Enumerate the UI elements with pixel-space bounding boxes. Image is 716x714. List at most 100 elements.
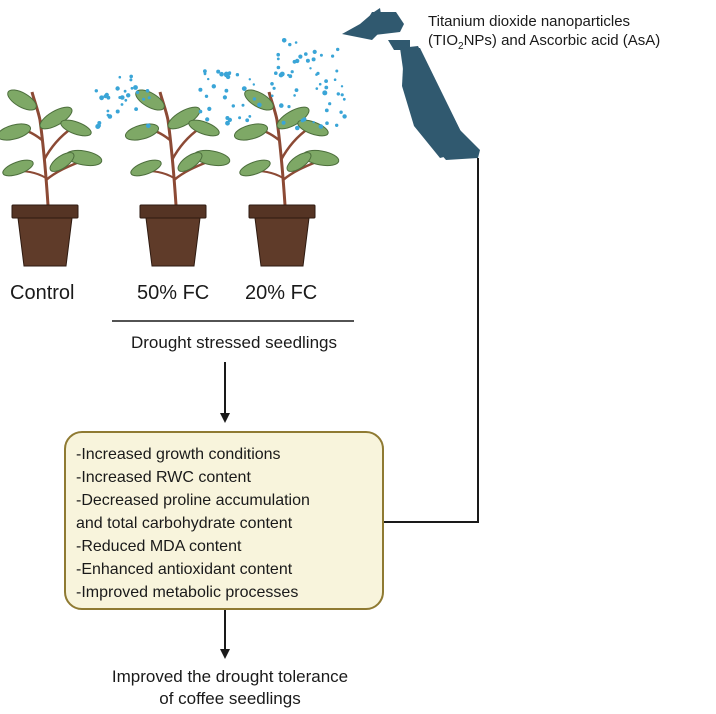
spray-droplet <box>272 86 276 90</box>
spray-droplet <box>309 67 312 70</box>
spray-droplet <box>124 98 128 102</box>
spray-droplet <box>241 103 245 107</box>
spray-droplet <box>129 74 133 79</box>
spray-bottle-icon <box>342 8 480 160</box>
spray-label-line2: (TIO2NPs) and Ascorbic acid (AsA) <box>428 32 661 52</box>
spray-droplet <box>238 116 242 120</box>
conclusion-text: Improved the drought tolerance of coffee… <box>60 666 400 710</box>
spray-droplet <box>257 102 262 108</box>
spray-droplet <box>271 94 274 98</box>
spray-droplet <box>311 57 316 62</box>
spray-droplet <box>120 103 124 106</box>
spray-droplet <box>107 114 113 119</box>
spray-droplet <box>123 89 127 93</box>
spray-droplet <box>130 86 134 90</box>
spray-droplet <box>241 86 247 91</box>
spray-droplet <box>223 71 229 77</box>
spray-droplet <box>279 103 284 108</box>
spray-droplet <box>222 95 227 100</box>
spray-droplet <box>198 109 203 114</box>
spray-droplet <box>216 69 221 74</box>
effects-box: -Increased growth conditions -Increased … <box>64 431 384 610</box>
spray-droplet <box>324 79 328 83</box>
spray-droplet <box>292 59 297 64</box>
spray-droplet <box>281 120 286 125</box>
spray-droplet <box>94 89 99 93</box>
spray-droplet <box>288 42 292 47</box>
spray-droplet <box>324 85 329 90</box>
spray-droplet <box>298 54 303 59</box>
spray-droplet <box>99 95 104 101</box>
spray-droplet <box>333 78 337 81</box>
spray-droplet <box>135 90 140 95</box>
spray-droplet <box>133 85 138 90</box>
spray-droplet <box>322 90 328 96</box>
spray-droplet <box>336 47 340 52</box>
spray-droplet <box>142 97 146 101</box>
effect-line: -Reduced MDA content <box>76 538 242 555</box>
spray-droplet <box>147 96 151 100</box>
spray-droplet <box>207 106 212 111</box>
spray-droplet <box>316 71 320 75</box>
spray-droplet <box>231 104 235 108</box>
plant-50-fc <box>122 84 233 268</box>
spray-droplet <box>118 75 122 79</box>
spray-droplet <box>305 58 310 63</box>
spray-droplet <box>295 125 300 131</box>
spray-droplet <box>106 109 110 113</box>
spray-droplet <box>270 82 274 86</box>
label-50-fc: 50% FC <box>137 282 210 304</box>
conclusion-line1: Improved the drought tolerance <box>111 667 349 686</box>
spray-droplet <box>97 121 102 125</box>
spray-droplet <box>287 73 290 77</box>
spray-droplet <box>203 69 207 74</box>
spray-droplet <box>252 97 257 101</box>
spray-droplet <box>336 92 340 96</box>
spray-droplets <box>94 38 347 131</box>
spray-droplet <box>104 92 109 97</box>
effect-line: -Enhanced antioxidant content <box>76 561 293 578</box>
spray-droplet <box>276 52 281 57</box>
spray-droplet <box>312 121 315 124</box>
effect-line: -Improved metabolic processes <box>76 584 299 601</box>
spray-droplet <box>235 73 240 77</box>
effect-line: -Decreased proline accumulation <box>76 492 310 509</box>
spray-droplet <box>304 52 308 56</box>
plant-control <box>0 84 105 268</box>
spray-droplet <box>198 87 203 92</box>
spray-droplet <box>328 102 332 106</box>
spray-droplet <box>293 94 296 97</box>
spray-droplet <box>203 72 207 76</box>
effect-line: -Increased RWC content <box>76 469 251 486</box>
spray-droplet <box>324 108 329 113</box>
spray-droplet <box>120 95 125 100</box>
spray-droplet <box>129 78 133 82</box>
spray-droplet <box>319 53 323 57</box>
label-control: Control <box>10 282 75 304</box>
spray-droplet <box>115 86 120 91</box>
spray-droplet <box>276 57 280 61</box>
spray-droplet <box>290 70 294 74</box>
spray-droplet <box>225 120 230 126</box>
group-label: Drought stressed seedlings <box>130 333 337 352</box>
spray-droplet <box>287 105 291 109</box>
spray-droplet <box>245 118 250 123</box>
spray-droplet <box>211 84 216 89</box>
spray-droplet <box>204 94 209 99</box>
spray-droplet <box>331 54 335 58</box>
spray-droplet <box>276 65 281 70</box>
spray-droplet <box>340 93 344 97</box>
spray-droplet <box>294 88 299 92</box>
spray-droplet <box>145 89 150 93</box>
spray-droplet <box>252 83 255 86</box>
spray-label-line1: Titanium dioxide nanoparticles <box>428 13 631 30</box>
connector-line <box>384 158 479 523</box>
spray-droplet <box>325 121 329 125</box>
spray-droplet <box>342 114 347 119</box>
plant-20-fc <box>231 84 342 268</box>
spray-droplet <box>126 93 131 98</box>
effect-line: -Increased growth conditions <box>76 446 281 463</box>
spray-droplet <box>97 124 101 128</box>
conclusion-line2: of coffee seedlings <box>159 689 301 708</box>
